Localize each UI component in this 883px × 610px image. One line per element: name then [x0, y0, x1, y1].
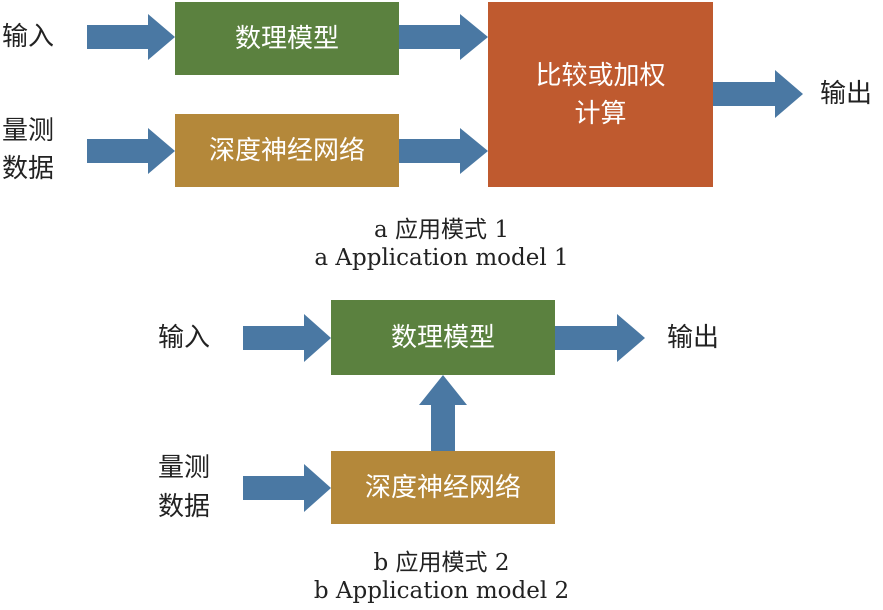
measure-label-1-line2: 数据: [2, 154, 55, 184]
compare-label-line1: 比较或加权: [535, 60, 666, 91]
math-model-label-2: 数理模型: [390, 322, 495, 353]
dnn-box-1: 深度神经网络: [175, 114, 399, 187]
caption-en-2: b Application model 2: [313, 578, 570, 604]
arrow-dnn-to-compare: [399, 128, 488, 174]
arrow-input-to-math-model-1: [87, 14, 175, 60]
measure-label-2-line2: 数据: [158, 492, 211, 522]
arrow-input-to-math-model-2: [243, 314, 331, 362]
dnn-label-1: 深度神经网络: [208, 135, 365, 166]
arrow-measure-to-dnn-2: [243, 464, 331, 512]
math-model-box-2: 数理模型: [331, 300, 555, 375]
arrow-measure-to-dnn-1: [87, 128, 175, 174]
caption-cn-1: a 应用模式 1: [374, 217, 509, 243]
output-label-1: 输出: [820, 79, 873, 109]
compare-weighted-box: 比较或加权 计算: [488, 2, 713, 187]
math-model-label-1: 数理模型: [234, 23, 339, 54]
input-label-1: 输入: [2, 22, 55, 52]
input-label-2: 输入: [158, 323, 211, 353]
caption-cn-2: b 应用模式 2: [373, 550, 510, 576]
dnn-label-2: 深度神经网络: [364, 472, 521, 503]
measure-label-1-line1: 量测: [2, 116, 55, 146]
compare-label-line2: 计算: [574, 98, 627, 129]
output-label-2: 输出: [667, 323, 720, 353]
math-model-box-1: 数理模型: [175, 2, 399, 75]
measure-label-2-line1: 量测: [158, 453, 211, 483]
arrow-dnn-to-math-model-2: [419, 375, 467, 451]
dnn-box-2: 深度神经网络: [331, 451, 555, 524]
caption-en-1: a Application model 1: [314, 245, 569, 271]
arrow-math-model-to-compare: [399, 14, 488, 60]
arrow-compare-to-output: [713, 70, 803, 118]
arrow-math-model-to-output-2: [555, 314, 645, 362]
